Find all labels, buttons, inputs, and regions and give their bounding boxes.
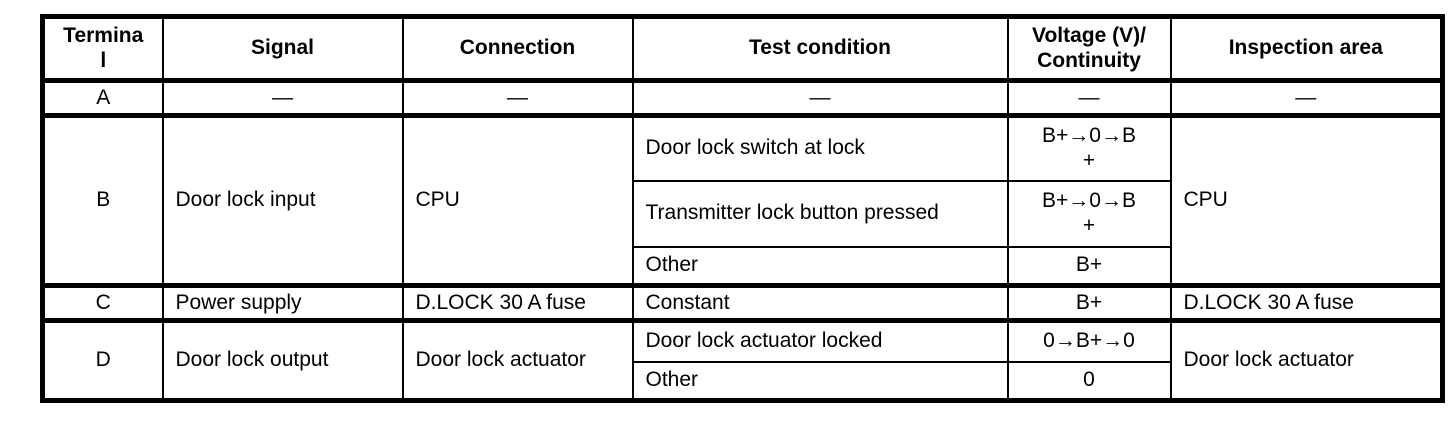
cell-test-b-0: Door lock switch at lock <box>631 114 1009 182</box>
cell-test-d-1: Other <box>631 360 1009 402</box>
cell-inspection-b: CPU <box>1169 114 1444 288</box>
cell-voltage-c: B+ <box>1006 284 1172 323</box>
cell-connection-c: D.LOCK 30 A fuse <box>401 284 634 323</box>
cell-inspection-a: — <box>1169 79 1444 118</box>
cell-voltage-b-1: B+→0→B + <box>1006 179 1172 248</box>
terminal-voltage-table: Termina l Signal Connection Test conditi… <box>40 14 1445 403</box>
terminal-voltage-table-wrap: Termina l Signal Connection Test conditi… <box>40 14 1445 403</box>
cell-voltage-b-0: B+→0→B + <box>1006 114 1172 182</box>
cell-signal-b: Door lock input <box>161 114 404 288</box>
cell-test-b-1: Transmitter lock button pressed <box>631 179 1009 248</box>
cell-test-a: — <box>631 79 1009 118</box>
col-header-terminal: Termina l <box>41 15 164 83</box>
cell-test-b-2: Other <box>631 245 1009 288</box>
cell-connection-b: CPU <box>401 114 634 288</box>
cell-voltage-a: — <box>1006 79 1172 118</box>
cell-terminal-b: B <box>41 114 164 288</box>
cell-terminal-d: D <box>41 319 164 402</box>
cell-inspection-d: Door lock actuator <box>1169 319 1444 402</box>
table-row-c: C Power supply D.LOCK 30 A fuse Constant… <box>41 284 1444 323</box>
cell-inspection-c: D.LOCK 30 A fuse <box>1169 284 1444 323</box>
cell-voltage-d-0: 0→B+→0 <box>1006 319 1172 363</box>
col-header-connection: Connection <box>401 15 634 83</box>
cell-connection-d: Door lock actuator <box>401 319 634 402</box>
cell-terminal-c: C <box>41 284 164 323</box>
cell-voltage-d-1: 0 <box>1006 360 1172 402</box>
col-header-inspection: Inspection area <box>1169 15 1444 83</box>
table-row-b-1: B Door lock input CPU Door lock switch a… <box>41 114 1444 288</box>
table-row-b-2: Transmitter lock button pressed B+→0→B + <box>43 179 1443 248</box>
col-header-test-condition: Test condition <box>631 15 1009 83</box>
table-row-b-3: Other B+ <box>43 245 1443 288</box>
col-header-voltage: Voltage (V)/ Continuity <box>1006 15 1172 83</box>
table-row-a: A — — — — — <box>41 79 1444 118</box>
table-row-d-1: D Door lock output Door lock actuator Do… <box>41 319 1444 402</box>
cell-terminal-a: A <box>41 79 164 118</box>
cell-signal-c: Power supply <box>161 284 404 323</box>
cell-signal-a: — <box>161 79 404 118</box>
col-header-signal: Signal <box>161 15 404 83</box>
cell-test-c: Constant <box>631 284 1009 323</box>
table-row-d-2: Other 0 <box>43 360 1443 402</box>
cell-connection-a: — <box>401 79 634 118</box>
cell-signal-d: Door lock output <box>161 319 404 402</box>
cell-test-d-0: Door lock actuator locked <box>631 319 1009 363</box>
cell-voltage-b-2: B+ <box>1006 245 1172 288</box>
